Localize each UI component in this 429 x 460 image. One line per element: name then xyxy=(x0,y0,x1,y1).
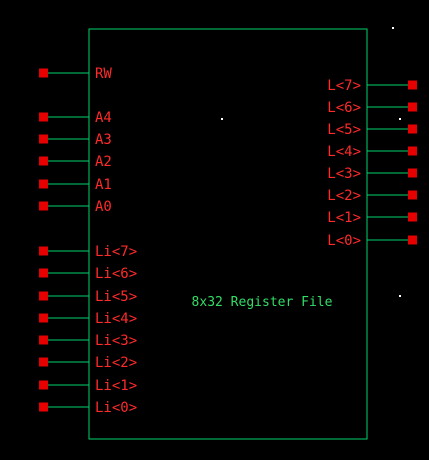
left-pin[interactable]: Li<2> xyxy=(39,355,137,371)
pin-terminal[interactable] xyxy=(39,156,48,166)
pin-terminal[interactable] xyxy=(39,201,48,211)
pin-terminal[interactable] xyxy=(39,112,48,122)
grid-dot xyxy=(399,118,401,120)
pin-label: Li<4> xyxy=(95,311,137,327)
pin-label: L<3> xyxy=(327,166,361,182)
left-pin[interactable]: A1 xyxy=(39,177,112,193)
pin-terminal[interactable] xyxy=(39,134,48,144)
right-pin[interactable]: L<7> xyxy=(327,78,417,94)
pin-label: L<1> xyxy=(327,210,361,226)
left-pin[interactable]: Li<1> xyxy=(39,378,137,394)
pin-terminal[interactable] xyxy=(408,168,417,178)
pin-terminal[interactable] xyxy=(39,68,48,78)
pin-label: RW xyxy=(95,66,112,82)
left-pin[interactable]: A2 xyxy=(39,154,112,170)
pin-label: A1 xyxy=(95,177,112,193)
pin-terminal[interactable] xyxy=(39,313,48,323)
pin-label: L<5> xyxy=(327,122,361,138)
pin-terminal[interactable] xyxy=(39,380,48,390)
pin-label: L<2> xyxy=(327,188,361,204)
right-pin[interactable]: L<0> xyxy=(327,233,417,249)
pin-terminal[interactable] xyxy=(39,246,48,256)
right-pin[interactable]: L<3> xyxy=(327,166,417,182)
right-pin[interactable]: L<5> xyxy=(327,122,417,138)
block-outline xyxy=(88,28,368,440)
pin-label: Li<7> xyxy=(95,244,137,260)
pin-label: A4 xyxy=(95,110,112,126)
pin-terminal[interactable] xyxy=(408,190,417,200)
left-pin[interactable]: A4 xyxy=(39,110,112,126)
pin-terminal[interactable] xyxy=(408,80,417,90)
pin-label: A3 xyxy=(95,132,112,148)
left-pin[interactable]: Li<0> xyxy=(39,400,137,416)
pin-terminal[interactable] xyxy=(408,235,417,245)
left-pin[interactable]: Li<6> xyxy=(39,266,137,282)
pin-terminal[interactable] xyxy=(39,402,48,412)
grid-dot xyxy=(392,27,394,29)
right-pin-group: L<7> L<6> L<5> L<4> L<3> L<2> L<1> L<0> xyxy=(327,78,417,249)
left-pin[interactable]: A0 xyxy=(39,199,112,215)
pin-terminal[interactable] xyxy=(39,268,48,278)
grid-dot xyxy=(399,295,401,297)
pin-label: Li<1> xyxy=(95,378,137,394)
pin-label: L<0> xyxy=(327,233,361,249)
right-pin[interactable]: L<6> xyxy=(327,100,417,116)
grid-dot xyxy=(221,118,223,120)
pin-label: Li<2> xyxy=(95,355,137,371)
block-title: 8x32 Register File xyxy=(192,295,333,310)
left-pin[interactable]: Li<4> xyxy=(39,311,137,327)
pin-label: Li<3> xyxy=(95,333,137,349)
left-pin[interactable]: Li<5> xyxy=(39,289,137,305)
pin-terminal[interactable] xyxy=(408,146,417,156)
grid-dots xyxy=(221,27,401,297)
left-pin[interactable]: Li<7> xyxy=(39,244,137,260)
pin-terminal[interactable] xyxy=(39,179,48,189)
left-pin[interactable]: Li<3> xyxy=(39,333,137,349)
left-pin[interactable]: A3 xyxy=(39,132,112,148)
right-pin[interactable]: L<2> xyxy=(327,188,417,204)
left-pin[interactable]: RW xyxy=(39,66,112,82)
pin-terminal[interactable] xyxy=(39,357,48,367)
pin-label: A2 xyxy=(95,154,112,170)
pin-terminal[interactable] xyxy=(408,102,417,112)
pin-label: Li<0> xyxy=(95,400,137,416)
right-pin[interactable]: L<1> xyxy=(327,210,417,226)
pin-label: L<6> xyxy=(327,100,361,116)
pin-terminal[interactable] xyxy=(408,212,417,222)
pin-label: Li<6> xyxy=(95,266,137,282)
pin-label: Li<5> xyxy=(95,289,137,305)
pin-terminal[interactable] xyxy=(39,291,48,301)
pin-label: L<4> xyxy=(327,144,361,160)
right-pin[interactable]: L<4> xyxy=(327,144,417,160)
pin-terminal[interactable] xyxy=(408,124,417,134)
pin-terminal[interactable] xyxy=(39,335,48,345)
pin-label: A0 xyxy=(95,199,112,215)
pin-label: L<7> xyxy=(327,78,361,94)
